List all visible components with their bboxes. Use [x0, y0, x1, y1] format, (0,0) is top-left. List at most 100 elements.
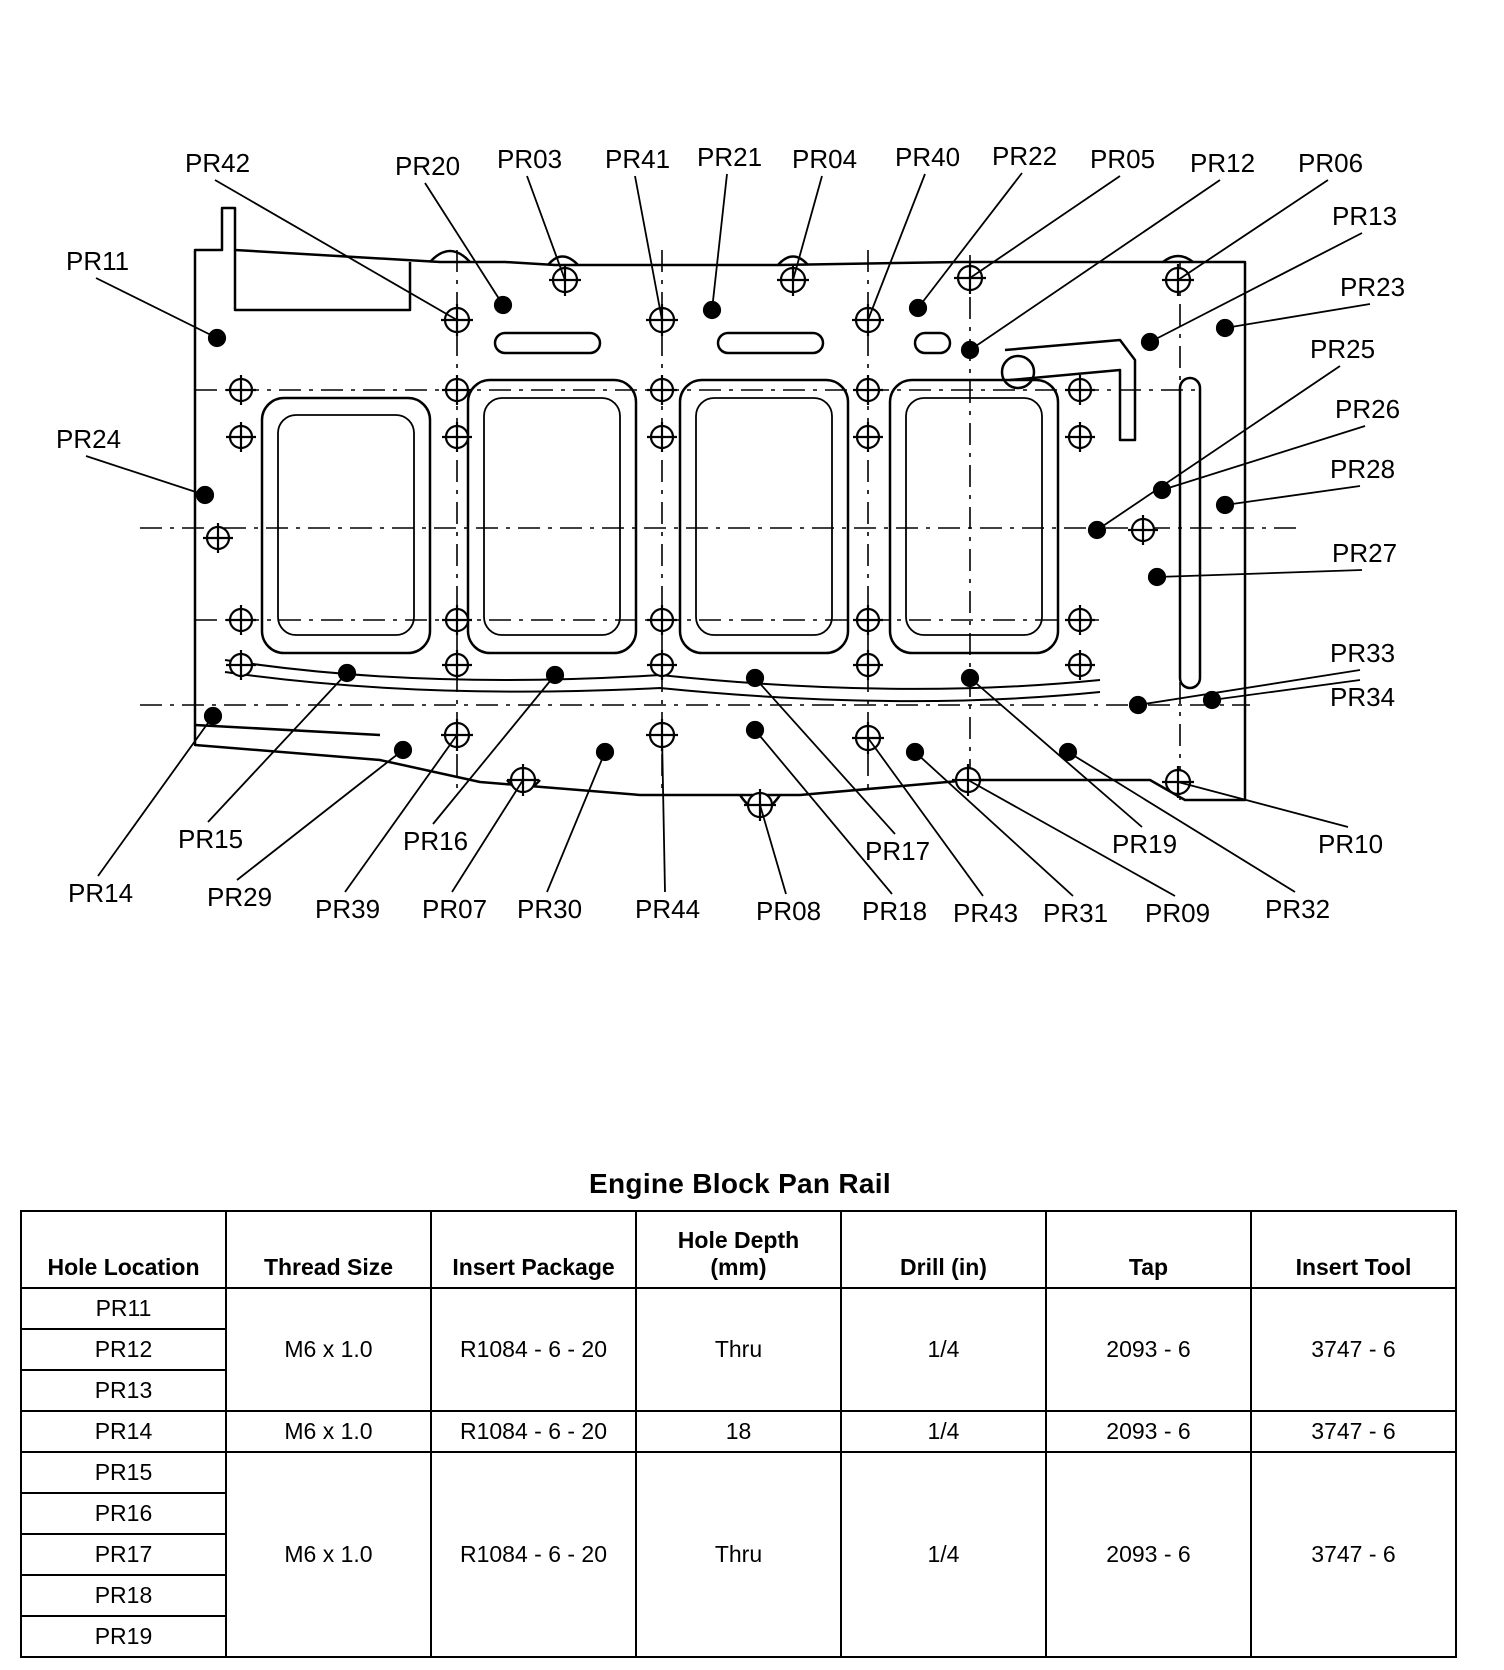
leader-pr42 — [214, 179, 458, 321]
leader-lines — [85, 172, 1371, 897]
label-pr17: PR17 — [865, 836, 930, 866]
table-row: PR13 — [20, 1369, 1456, 1412]
leader-pr24 — [85, 455, 206, 496]
leader-pr22 — [917, 172, 1023, 309]
cell-hole-location: PR14 — [20, 1410, 227, 1453]
leader-pr28 — [1224, 485, 1361, 506]
header-insert-package: Insert Package — [430, 1210, 637, 1289]
hole-markers — [195, 262, 1235, 821]
label-pr34: PR34 — [1330, 682, 1395, 712]
cell-hole-location: PR13 — [20, 1369, 227, 1412]
cell-insert-tool: 3747 - 6 — [1250, 1287, 1457, 1412]
label-pr42: PR42 — [185, 148, 250, 178]
leader-pr06 — [1177, 179, 1329, 281]
header-hole-depth: Hole Depth(mm) — [635, 1210, 842, 1289]
cell-insert-package: R1084 - 6 - 20 — [430, 1410, 637, 1453]
table-header-row: Hole Location Thread Size Insert Package… — [20, 1210, 1457, 1289]
cell-hole-location: PR15 — [20, 1451, 227, 1494]
leader-pr41 — [634, 175, 663, 321]
label-pr44: PR44 — [635, 894, 700, 924]
label-pr22: PR22 — [992, 141, 1057, 171]
leader-pr39 — [344, 734, 458, 893]
label-pr03: PR03 — [497, 144, 562, 174]
leader-pr15 — [207, 672, 348, 823]
table-row: PR18 — [20, 1574, 1456, 1617]
cell-hole-depth: Thru — [635, 1451, 842, 1658]
label-pr30: PR30 — [517, 894, 582, 924]
leader-pr03 — [526, 175, 566, 281]
cell-thread-size: M6 x 1.0 — [225, 1287, 432, 1412]
label-pr15: PR15 — [178, 824, 243, 854]
label-pr06: PR06 — [1298, 148, 1363, 178]
leader-pr43 — [867, 737, 984, 897]
leader-pr07 — [451, 779, 524, 893]
cell-hole-location: PR18 — [20, 1574, 227, 1617]
leader-pr25 — [1096, 365, 1341, 531]
cylinder-bore-4 — [888, 378, 1060, 655]
label-pr18: PR18 — [862, 896, 927, 926]
leader-pr14 — [97, 715, 214, 877]
header-hole-location: Hole Location — [20, 1210, 227, 1289]
leader-pr44 — [661, 734, 666, 893]
label-pr08: PR08 — [756, 896, 821, 926]
cylinder-bore-1 — [260, 396, 432, 655]
label-pr07: PR07 — [422, 894, 487, 924]
label-pr12: PR12 — [1190, 148, 1255, 178]
leader-pr27 — [1156, 569, 1363, 578]
leader-pr11 — [95, 277, 218, 339]
cell-thread-size: M6 x 1.0 — [225, 1451, 432, 1658]
label-pr13: PR13 — [1332, 201, 1397, 231]
cell-hole-depth: Thru — [635, 1287, 842, 1412]
header-tap: Tap — [1045, 1210, 1252, 1289]
cell-thread-size: M6 x 1.0 — [225, 1410, 432, 1453]
cell-insert-package: R1084 - 6 - 20 — [430, 1287, 637, 1412]
cell-tap: 2093 - 6 — [1045, 1410, 1252, 1453]
label-pr04: PR04 — [792, 144, 857, 174]
label-pr39: PR39 — [315, 894, 380, 924]
cell-hole-location: PR17 — [20, 1533, 227, 1576]
leader-pr16 — [432, 674, 556, 825]
label-pr31: PR31 — [1043, 898, 1108, 928]
leader-pr32 — [1067, 751, 1296, 893]
leader-pr26 — [1161, 425, 1366, 491]
cell-hole-location: PR16 — [20, 1492, 227, 1535]
label-pr20: PR20 — [395, 151, 460, 181]
leader-pr20 — [424, 182, 504, 306]
label-pr33: PR33 — [1330, 638, 1395, 668]
cell-drill: 1/4 — [840, 1287, 1047, 1412]
table-row: PR19 — [20, 1615, 1456, 1658]
label-pr14: PR14 — [68, 878, 133, 908]
cell-drill: 1/4 — [840, 1410, 1047, 1453]
table-row: PR17 — [20, 1533, 1456, 1576]
leader-pr18 — [754, 729, 893, 895]
cell-tap: 2093 - 6 — [1045, 1451, 1252, 1658]
label-pr32: PR32 — [1265, 894, 1330, 924]
table-row: PR12 — [20, 1328, 1456, 1371]
cell-insert-tool: 3747 - 6 — [1250, 1410, 1457, 1453]
leader-pr17 — [754, 677, 896, 835]
cylinder-bore-3 — [678, 378, 850, 655]
leader-pr30 — [546, 751, 606, 893]
label-pr25: PR25 — [1310, 334, 1375, 364]
label-pr16: PR16 — [403, 826, 468, 856]
header-thread-size: Thread Size — [225, 1210, 432, 1289]
leader-pr40 — [867, 173, 926, 321]
header-drill: Drill (in) — [840, 1210, 1047, 1289]
label-pr11: PR11 — [66, 246, 129, 276]
header-hole-depth-label: Hole Depth — [677, 1227, 800, 1253]
leader-pr31 — [914, 751, 1074, 897]
header-hole-depth-unit: (mm) — [710, 1254, 767, 1280]
cell-tap: 2093 - 6 — [1045, 1287, 1252, 1412]
label-pr10: PR10 — [1318, 829, 1383, 859]
label-pr19: PR19 — [1112, 829, 1177, 859]
label-pr24: PR24 — [56, 424, 121, 454]
leader-pr10 — [1177, 781, 1349, 828]
leader-pr34 — [1211, 679, 1361, 701]
leader-pr19 — [969, 677, 1143, 828]
label-pr27: PR27 — [1332, 538, 1397, 568]
table-title: Engine Block Pan Rail — [589, 1168, 891, 1199]
